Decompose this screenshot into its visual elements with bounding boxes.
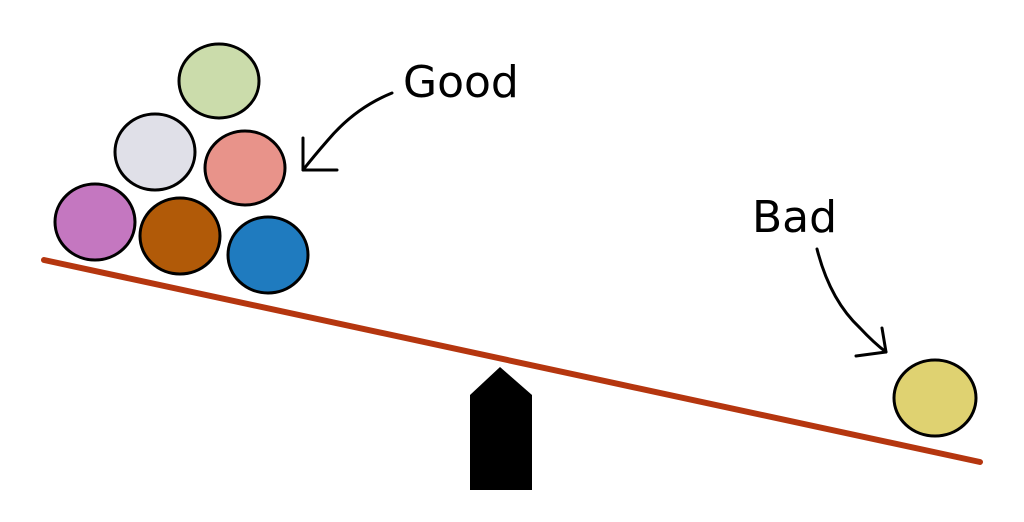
ball-purple xyxy=(53,182,137,262)
good-arrow-icon xyxy=(301,91,394,172)
good-label: Good xyxy=(403,57,519,108)
fulcrum xyxy=(470,367,532,490)
ball-brown xyxy=(138,196,222,276)
ball-yellow xyxy=(892,358,978,438)
seesaw-beam xyxy=(41,257,983,465)
ball-green xyxy=(177,42,261,120)
ball-blue xyxy=(226,215,310,295)
ball-lavender xyxy=(113,112,197,192)
bad-label: Bad xyxy=(752,192,837,243)
ball-salmon xyxy=(203,129,287,207)
bad-balls-group xyxy=(892,358,978,438)
good-balls-group xyxy=(53,42,310,295)
bad-arrow-icon xyxy=(815,247,888,358)
